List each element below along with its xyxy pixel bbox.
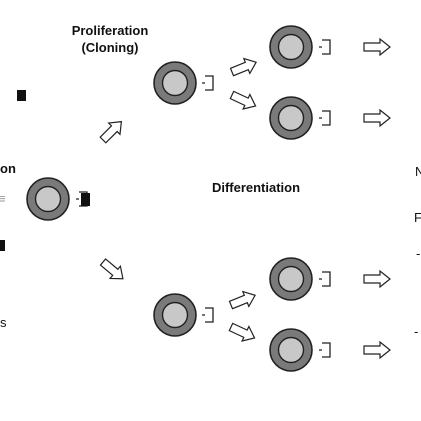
cloning-label: (Cloning)	[81, 40, 138, 55]
arrow-origin-to-upper	[96, 115, 128, 147]
right-edge-text-f: F	[414, 210, 421, 225]
origin-cell	[26, 177, 88, 221]
left-edge-faint-glyph: ≡	[0, 191, 6, 206]
right-edge-text-n: N	[415, 164, 421, 179]
left-marker-bottom	[0, 240, 5, 251]
left-marker-top	[17, 90, 26, 101]
differentiated-cell-1	[269, 25, 331, 69]
lower-clone-cell	[153, 293, 214, 337]
upper-clone-cell	[153, 61, 214, 105]
differentiation-label: Differentiation	[212, 180, 300, 195]
output-arrow-1	[363, 38, 391, 56]
left-edge-text-s: s	[0, 315, 7, 330]
arrow-lower-to-mid	[227, 287, 259, 314]
right-edge-dash-upper: -	[416, 246, 420, 261]
differentiated-cell-2	[269, 96, 331, 140]
arrow-lower-to-bottom	[227, 319, 259, 346]
right-edge-dash-lower: -	[414, 324, 418, 339]
output-arrow-4	[363, 341, 391, 359]
origin-bound-marker	[81, 193, 90, 206]
left-edge-text-on: on	[0, 161, 16, 176]
output-arrow-3	[363, 270, 391, 288]
proliferation-label: Proliferation	[72, 23, 149, 38]
differentiated-cell-4	[269, 328, 331, 372]
output-arrow-2	[363, 109, 391, 127]
arrow-upper-to-mid	[228, 87, 260, 114]
differentiated-cell-3	[269, 257, 331, 301]
arrow-origin-to-lower	[97, 255, 129, 286]
arrow-upper-to-top	[228, 54, 260, 81]
